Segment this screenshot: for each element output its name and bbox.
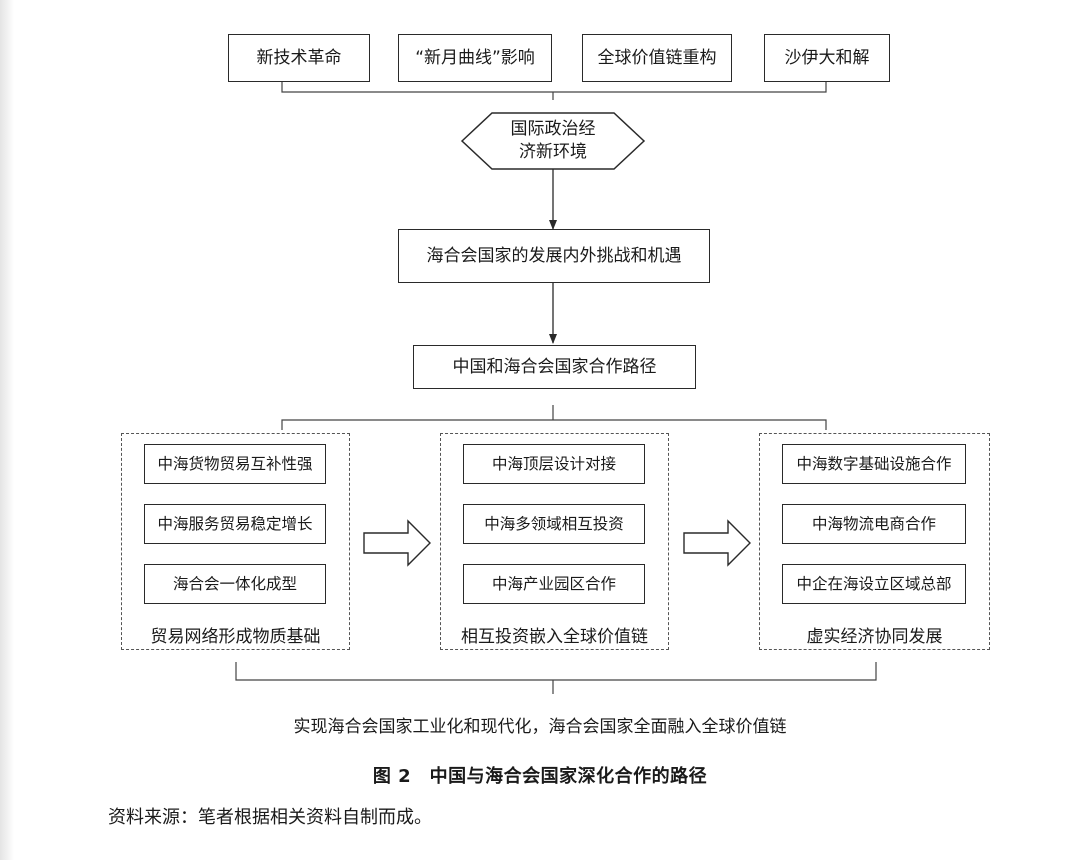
factor-box-new-tech: 新技术革命 [228,34,370,82]
group2-item-3: 中海产业园区合作 [463,564,645,604]
page-edge-shadow [0,0,14,860]
environment-hexagon [460,112,646,170]
top-brace [281,82,827,100]
group-mutual-investment [440,433,669,650]
group1-label: 贸易网络形成物质基础 [150,627,321,647]
factor-box-saudi-iran: 沙伊大和解 [764,34,890,82]
group3-label: 虚实经济协同发展 [806,627,943,647]
group-trade-network [121,433,350,650]
group2-item-2: 中海多领域相互投资 [463,504,645,544]
bottom-brace [235,662,877,694]
group2-label: 相互投资嵌入全球价值链 [461,627,648,647]
hollow-arrow-1 [363,519,431,567]
group3-item-2: 中海物流电商合作 [782,504,966,544]
figure-title: 图 2 中国与海合会国家深化合作的路径 [372,766,708,787]
environment-line-2: 济新环境 [519,142,587,162]
factor-box-value-chain: 全球价值链重构 [582,34,732,82]
environment-line-1: 国际政治经 [510,119,596,140]
environment-label: 国际政治经 济新环境 [462,113,644,169]
factor-box-crescent: “新月曲线”影响 [398,34,552,82]
middle-brace [281,405,827,430]
group3-item-3: 中企在海设立区域总部 [782,564,966,604]
challenges-box: 海合会国家的发展内外挑战和机遇 [398,229,710,283]
group2-item-1: 中海顶层设计对接 [463,444,645,484]
group1-item-1: 中海货物贸易互补性强 [144,444,326,484]
outcome-text: 实现海合会国家工业化和现代化，海合会国家全面融入全球价值链 [293,717,787,737]
group-digital-real-economy [759,433,990,650]
group1-item-2: 中海服务贸易稳定增长 [144,504,326,544]
hollow-arrow-2 [683,519,751,567]
group3-item-1: 中海数字基础设施合作 [782,444,966,484]
source-note: 资料来源：笔者根据相关资料自制而成。 [108,807,432,828]
group1-item-3: 海合会一体化成型 [144,564,326,604]
cooperation-path-box: 中国和海合会国家合作路径 [413,345,696,389]
